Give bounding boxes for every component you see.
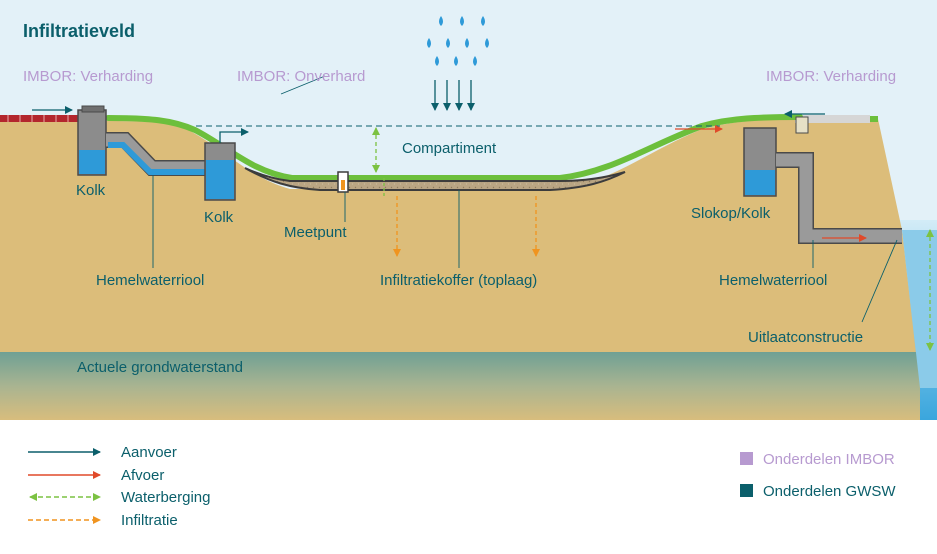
imbor-onverhard-label: IMBOR: Onverhard [237, 68, 365, 85]
pavement-left [0, 115, 80, 122]
grondwaterstand-label: Actuele grondwaterstand [77, 359, 243, 376]
slokop-kolk-label: Slokop/Kolk [691, 205, 771, 222]
legend-gwsw-label: Onderdelen GWSW [763, 483, 896, 500]
compartiment-label: Compartiment [402, 140, 497, 157]
leader-lines [152, 75, 898, 323]
legend-waterberging-label: Waterberging [121, 489, 211, 506]
aanvoer-arrow-kolk [219, 128, 249, 143]
meetpunt-label: Meetpunt [284, 224, 347, 241]
infiltratie-arrows [393, 196, 540, 257]
legend-gwsw-swatch [740, 484, 753, 497]
uitlaatconstructie-label: Uitlaatconstructie [748, 329, 863, 346]
groundwater-band [0, 352, 920, 420]
grass-layer [105, 114, 803, 181]
imbor-verharding-left-label: IMBOR: Verharding [23, 68, 153, 85]
legend-infiltratie-label: Infiltratie [121, 512, 178, 529]
diagram-title: Infiltratieveld [23, 21, 135, 41]
legend-imbor-swatch [740, 452, 753, 465]
gully-inlet [795, 116, 809, 134]
imbor-verharding-right-label: IMBOR: Verharding [766, 68, 896, 85]
rain-arrows [431, 80, 475, 111]
legend: Aanvoer Afvoer Waterberging Infiltratie … [28, 444, 896, 529]
legend-afvoer-label: Afvoer [121, 467, 164, 484]
pavement-right [795, 115, 870, 123]
infiltratiekoffer-label: Infiltratiekoffer (toplaag) [380, 272, 537, 289]
legend-imbor-label: Onderdelen IMBOR [763, 451, 895, 468]
rain-drops [427, 16, 489, 66]
kolk-left-label: Kolk [76, 182, 106, 199]
legend-aanvoer-label: Aanvoer [121, 444, 177, 461]
hemelwaterriool-right-label: Hemelwaterriool [719, 272, 827, 289]
hemelwaterriool-left-label: Hemelwaterriool [96, 272, 204, 289]
kolk-middle-label: Kolk [204, 209, 234, 226]
